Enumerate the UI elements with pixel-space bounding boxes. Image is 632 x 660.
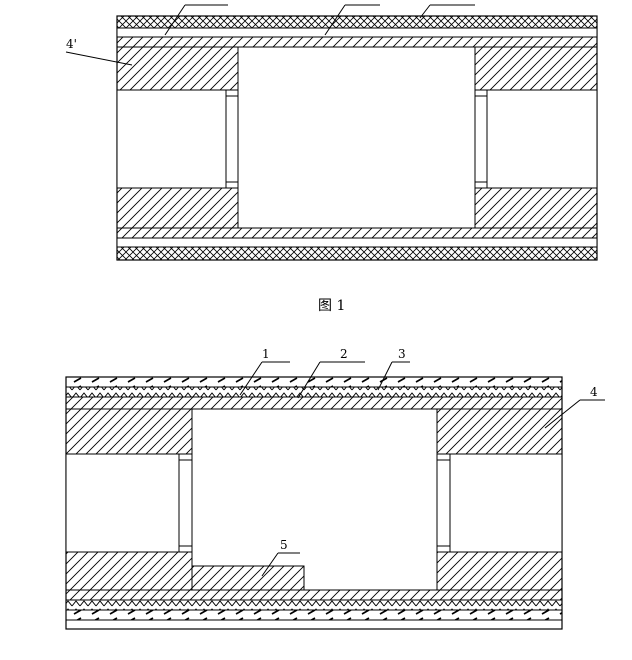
top-hatched-layer-2 xyxy=(65,396,563,410)
left-connector-step-2 xyxy=(178,459,193,547)
label-1: 1 xyxy=(262,347,270,361)
label-4prime: 4' xyxy=(66,37,77,51)
leader-line-4 xyxy=(544,399,581,429)
part-5-block xyxy=(191,565,305,591)
right-connector-bore xyxy=(486,89,598,189)
figure-1-caption: 图 1 xyxy=(318,298,345,314)
label-4: 4 xyxy=(590,385,598,399)
right-connector-bottom-2 xyxy=(436,551,563,591)
bottom-hatched-layer xyxy=(116,227,598,239)
left-connector-bore xyxy=(116,89,227,189)
right-connector-top xyxy=(474,46,598,91)
bottom-crosshatch-layer xyxy=(116,246,598,261)
top-crosshatch-layer xyxy=(116,15,598,29)
label-5: 5 xyxy=(280,538,288,552)
leader-line-3 xyxy=(377,361,393,391)
top-thin-layer xyxy=(116,27,598,38)
left-connector-bottom xyxy=(116,187,239,229)
central-cavity xyxy=(237,46,476,229)
left-connector-bore-2 xyxy=(65,453,180,553)
leader-line-top-2 xyxy=(324,4,346,36)
top-hatched-layer xyxy=(116,36,598,48)
right-connector-bore-2 xyxy=(449,453,563,553)
leader-line-2 xyxy=(297,361,321,399)
leader-line-top-1 xyxy=(164,4,186,36)
left-connector-bottom-2 xyxy=(65,551,193,591)
right-connector-step-2 xyxy=(436,459,451,547)
right-connector-step xyxy=(474,95,488,183)
central-cavity-2 xyxy=(191,408,438,591)
bottom-outer-sheath xyxy=(65,609,563,621)
left-connector-top xyxy=(116,46,239,91)
top-outer-sheath xyxy=(65,376,563,388)
bottom-thin-layer xyxy=(116,237,598,248)
label-3: 3 xyxy=(398,347,406,361)
right-connector-top-2 xyxy=(436,408,563,455)
leader-line-top-3 xyxy=(419,4,431,19)
leader-line-4prime xyxy=(65,51,133,66)
figure-2: 1 2 3 4 5 xyxy=(65,347,605,630)
top-thread-layer xyxy=(65,386,563,398)
figure-1: 4' 图 1 xyxy=(65,4,598,314)
label-2: 2 xyxy=(340,347,348,361)
leader-line-1 xyxy=(239,361,263,396)
leader-line-5 xyxy=(261,552,279,577)
left-connector-step xyxy=(225,95,239,183)
bottom-thread-layer xyxy=(65,599,563,611)
bottom-hatched-layer-2 xyxy=(65,589,563,601)
left-connector-top-2 xyxy=(65,408,193,455)
right-connector-bottom xyxy=(474,187,598,229)
